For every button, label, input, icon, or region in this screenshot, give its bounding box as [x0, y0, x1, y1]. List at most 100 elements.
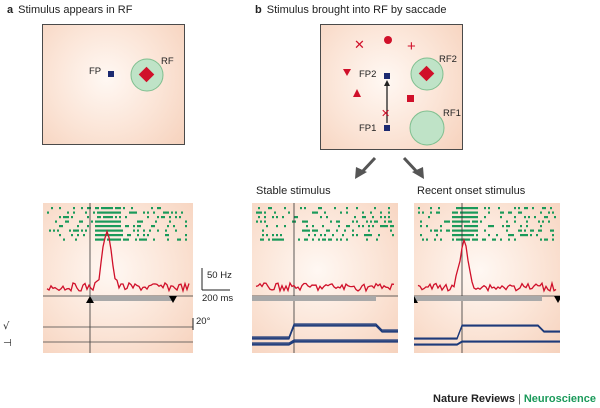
spike-mark — [546, 238, 548, 241]
spike-mark — [97, 207, 99, 210]
spike-mark — [278, 238, 280, 241]
fixation-point-2 — [384, 73, 390, 79]
spike-mark — [75, 238, 77, 241]
spike-mark — [374, 207, 376, 210]
spike-mark — [552, 234, 554, 237]
spike-mark — [500, 238, 502, 241]
spike-mark — [153, 211, 155, 214]
spike-mark — [282, 238, 284, 241]
spike-mark — [260, 220, 262, 223]
spike-mark — [380, 211, 382, 214]
spike-mark — [364, 216, 366, 219]
spike-mark — [336, 229, 338, 232]
spike-mark — [550, 207, 552, 210]
spike-mark — [498, 207, 500, 210]
spike-mark — [47, 211, 49, 214]
eye-position-trace — [414, 325, 560, 340]
spike-mark — [95, 207, 97, 210]
spike-mark — [452, 238, 454, 241]
spike-mark — [440, 238, 442, 241]
spike-mark — [326, 216, 328, 219]
spike-mark — [536, 234, 538, 237]
spike-mark — [474, 216, 476, 219]
spike-mark — [127, 238, 129, 241]
spike-mark — [139, 220, 141, 223]
spike-mark — [378, 234, 380, 237]
spike-mark — [85, 229, 87, 232]
spike-mark — [266, 234, 268, 237]
spike-mark — [466, 225, 468, 228]
spike-mark — [420, 220, 422, 223]
spike-mark — [506, 225, 508, 228]
spike-mark — [179, 216, 181, 219]
spike-mark — [446, 229, 448, 232]
spike-mark — [53, 229, 55, 232]
spike-mark — [97, 211, 99, 214]
spike-mark — [115, 207, 117, 210]
spike-mark — [552, 238, 554, 241]
spike-mark — [514, 216, 516, 219]
spike-mark — [276, 216, 278, 219]
spike-mark — [544, 238, 546, 241]
spike-mark — [103, 225, 105, 228]
spike-mark — [338, 225, 340, 228]
panel-b-schematic: ✕ + ✕ FP2 FP1 RF2 RF1 — [320, 24, 463, 150]
spike-mark — [526, 234, 528, 237]
spike-mark — [500, 211, 502, 214]
spike-mark — [458, 225, 460, 228]
spike-mark — [474, 238, 476, 241]
spike-mark — [95, 220, 97, 223]
spike-mark — [109, 229, 111, 232]
spike-mark — [324, 211, 326, 214]
psth-trace — [255, 281, 395, 294]
spike-mark — [444, 220, 446, 223]
spike-mark — [456, 229, 458, 232]
spike-mark — [526, 207, 528, 210]
spike-mark — [430, 229, 432, 232]
spike-mark — [67, 216, 69, 219]
spike-mark — [466, 238, 468, 241]
panel-b-drawing: ✕ + ✕ — [343, 36, 445, 146]
spike-mark — [157, 207, 159, 210]
spike-mark — [75, 229, 77, 232]
spike-mark — [512, 234, 514, 237]
spike-mark — [452, 211, 454, 214]
spike-mark — [103, 211, 105, 214]
spike-mark — [99, 220, 101, 223]
spike-mark — [153, 225, 155, 228]
spike-mark — [320, 216, 322, 219]
spike-mark — [470, 225, 472, 228]
journal-section: Neuroscience — [523, 393, 596, 405]
spike-mark — [382, 225, 384, 228]
spike-mark — [376, 220, 378, 223]
spike-mark — [346, 207, 348, 210]
spike-mark — [456, 238, 458, 241]
spike-mark — [65, 216, 67, 219]
spike-mark — [356, 234, 358, 237]
spike-mark — [296, 216, 298, 219]
spike-mark — [123, 207, 125, 210]
spike-mark — [264, 211, 266, 214]
spike-mark — [468, 207, 470, 210]
panel-b-letter: b — [255, 4, 262, 16]
stimulus-duration-bar — [252, 296, 376, 301]
spike-mark — [284, 207, 286, 210]
spike-mark — [117, 211, 119, 214]
spike-mark — [115, 234, 117, 237]
spike-mark — [540, 211, 542, 214]
spike-mark — [318, 207, 320, 210]
spike-mark — [452, 216, 454, 219]
spike-mark — [185, 234, 187, 237]
spike-mark — [370, 234, 372, 237]
spike-mark — [97, 225, 99, 228]
spike-mark — [111, 220, 113, 223]
spike-mark — [163, 216, 165, 219]
spike-mark — [460, 234, 462, 237]
spike-mark — [540, 238, 542, 241]
spike-mark — [113, 211, 115, 214]
spike-mark — [256, 211, 258, 214]
spike-mark — [430, 207, 432, 210]
spike-mark — [316, 229, 318, 232]
spike-mark — [348, 225, 350, 228]
spike-mark — [458, 234, 460, 237]
